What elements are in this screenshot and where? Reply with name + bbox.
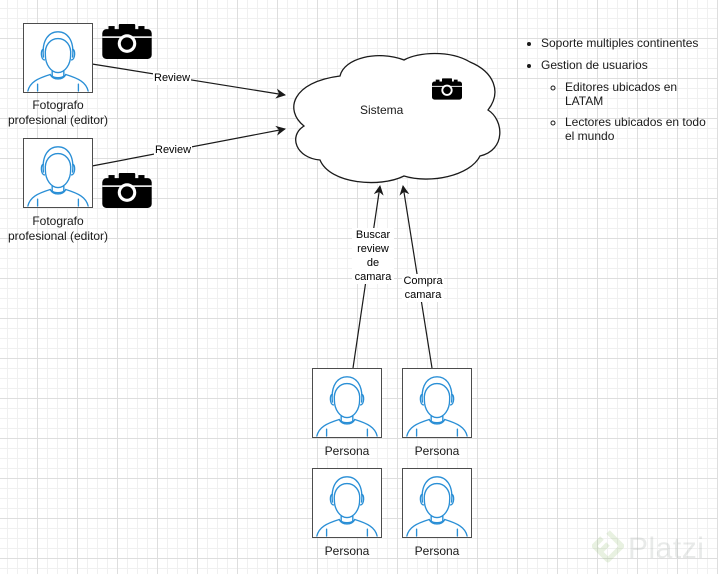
persona-actor-1[interactable] [312, 368, 382, 438]
edge-label-review-1: Review [153, 71, 192, 85]
editor-actor-2[interactable] [23, 138, 93, 208]
system-label: Sistema [360, 103, 404, 117]
note-subitem: Lectores ubicados en todo el mundo [565, 115, 718, 143]
platzi-watermark: Platzi [592, 530, 704, 568]
camera-icon [432, 78, 462, 100]
notes-list[interactable]: Soporte multiples continentes Gestion de… [512, 36, 718, 151]
system-cloud[interactable] [293, 52, 501, 184]
edge-label-buscar-review: Buscar review de camara [352, 228, 394, 284]
editor-actor-1[interactable] [23, 23, 93, 93]
camera-icon [102, 24, 152, 59]
editor-label-2: Fotografo profesional (editor) [7, 214, 109, 243]
persona-label-4: Persona [414, 544, 460, 558]
note-item: Soporte multiples continentes [541, 36, 718, 50]
user-avatar-icon [316, 376, 378, 437]
persona-actor-4[interactable] [402, 468, 472, 538]
user-avatar-icon [406, 376, 468, 437]
note-item: Gestion de usuarios Editores ubicados en… [541, 58, 718, 143]
edge-label-compra-camara: Compra camara [402, 274, 444, 302]
persona-label-2: Persona [414, 444, 460, 458]
editor-label-1: Fotografo profesional (editor) [7, 98, 109, 127]
user-avatar-icon [316, 476, 378, 537]
persona-label-1: Persona [324, 444, 370, 458]
persona-actor-3[interactable] [312, 468, 382, 538]
persona-actor-2[interactable] [402, 368, 472, 438]
watermark-text: Platzi [628, 532, 705, 565]
platzi-logo-icon [592, 530, 624, 563]
persona-label-3: Persona [324, 544, 370, 558]
user-avatar-icon [27, 146, 89, 207]
user-avatar-icon [27, 31, 89, 92]
camera-icon [102, 173, 152, 208]
note-subitem: Editores ubicados en LATAM [565, 80, 718, 108]
edge-label-review-2: Review [154, 143, 193, 157]
user-avatar-icon [406, 476, 468, 537]
